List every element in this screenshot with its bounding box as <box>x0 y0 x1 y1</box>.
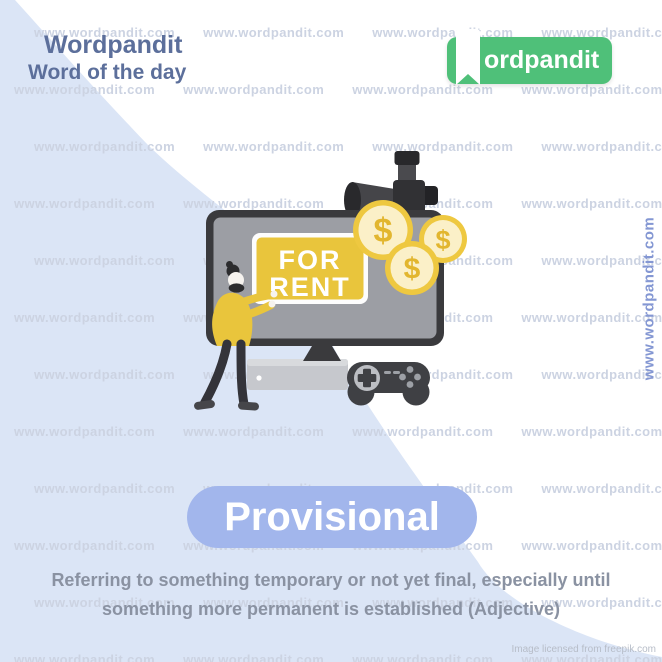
game-controller-icon <box>347 362 430 406</box>
wordpandit-logo: ordpandit <box>447 29 612 85</box>
watermark-row: www.wordpandit.com www.wordpandit.com ww… <box>34 25 662 40</box>
definition-line: something more permanent is established … <box>101 599 561 619</box>
watermark-row: www.wordpandit.com www.wordpandit.com ww… <box>14 82 662 97</box>
game-console <box>247 359 348 390</box>
sign-text-line1: FOR <box>279 245 342 275</box>
person-illustration <box>194 261 278 411</box>
watermark-row: www.wordpandit.com www.wordpandit.com ww… <box>14 196 662 211</box>
word-pill: Provisional <box>187 486 477 548</box>
monitor-stand <box>303 346 341 361</box>
page-subtitle: Word of the day <box>28 61 187 84</box>
svg-text:$: $ <box>404 253 421 286</box>
coin-icon: $ <box>353 200 413 260</box>
word-definition: Referring to something temporary or not … <box>0 566 662 624</box>
watermark-row: www.wordpandit.com www.wordpandit.com ww… <box>34 595 662 610</box>
sign-text-line2: RENT <box>269 272 351 302</box>
watermark-row: www.wordpandit.com www.wordpandit.com ww… <box>34 139 662 154</box>
logo-text: ordpandit <box>484 46 600 74</box>
bookmark-ribbon-icon <box>456 29 480 85</box>
watermark-row: www.wordpandit.com www.wordpandit.com ww… <box>14 424 662 439</box>
for-rent-sign: FOR RENT <box>252 233 368 304</box>
definition-line: Referring to something temporary or not … <box>51 570 611 590</box>
svg-text:$: $ <box>435 225 450 255</box>
svg-text:$: $ <box>374 212 393 250</box>
brand-title: Wordpandit <box>44 31 183 59</box>
coin-icon: $ <box>385 241 439 295</box>
word-term: Provisional <box>224 494 440 539</box>
watermark-row: www.wordpandit.com www.wordpandit.com ww… <box>14 652 662 662</box>
image-credit: Image licensed from freepik.com <box>511 644 656 655</box>
